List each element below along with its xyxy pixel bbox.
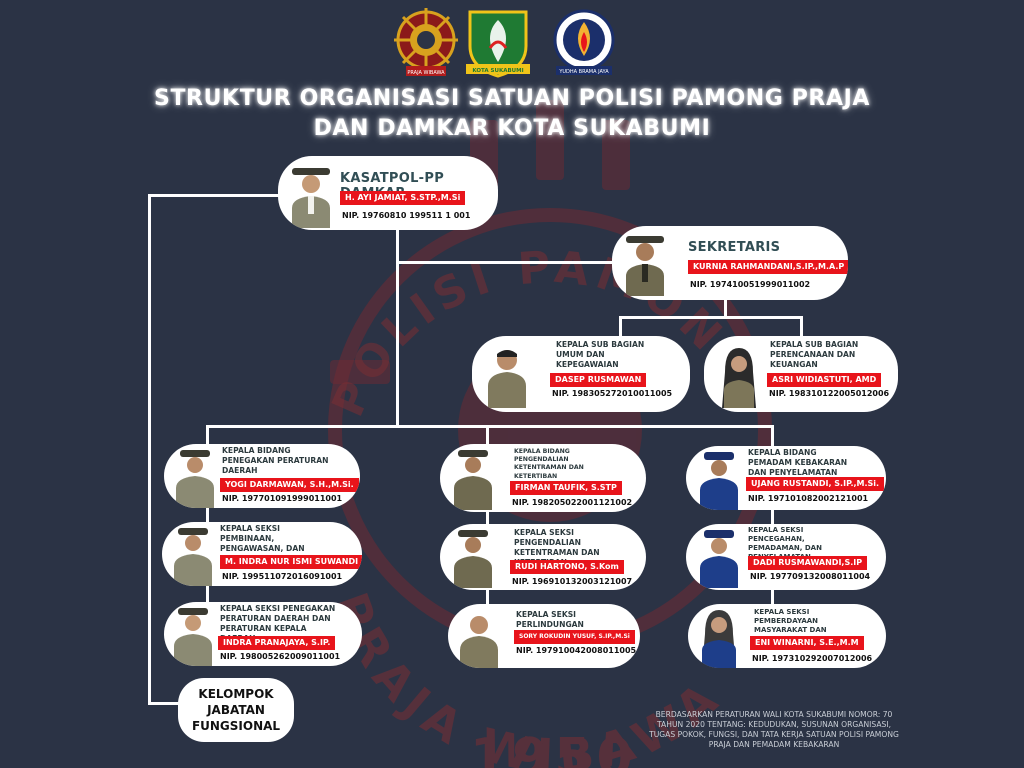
connector-sekretaris-down (724, 300, 727, 318)
watermark-year: 1950 (470, 728, 639, 768)
svg-text:PRAJA WIBAWA: PRAJA WIBAWA (407, 70, 445, 76)
bidang-damkar-avatar (696, 448, 742, 510)
bidang-damkar-card[interactable]: KEPALA BIDANG PEMADAM KEBAKARAN DAN PENY… (686, 446, 886, 510)
connector-col1-b (206, 586, 209, 604)
seksi-pembinaan-name: M. INDRA NUR ISMI SUWANDI (220, 555, 362, 569)
regulation-footnote: BERDASARKAN PERATURAN WALI KOTA SUKABUMI… (649, 710, 899, 749)
seksi-penegakan-nip: NIP. 198005262009011001 (220, 652, 341, 661)
seksi-pemberdayaan-avatar (696, 606, 742, 668)
connector-col2-b (486, 588, 489, 606)
bidang-tantrib-avatar (450, 446, 496, 510)
connector-subbag-h (619, 316, 803, 319)
subbag-umum-card[interactable]: KEPALA SUB BAGIAN UMUM DAN KEPEGAWAIAN D… (472, 336, 690, 412)
seksi-pencegahan-avatar (696, 526, 742, 588)
bidang-tantrib-role: KEPALA BIDANG PENGENDALIAN KETENTRAMAN D… (514, 448, 584, 480)
page-title-line-2: DAN DAMKAR KOTA SUKABUMI (313, 116, 711, 141)
subbag-perencanaan-role: KEPALA SUB BAGIAN PERENCANAAN DAN KEUANG… (770, 340, 859, 369)
seksi-linmas-card[interactable]: KEPALA SEKSI PERLINDUNGAN MASYARAKAT SOR… (448, 604, 640, 668)
seksi-penegakan-avatar (170, 604, 216, 666)
connector-col3-b (771, 588, 774, 606)
connector-kasat-to-fungsional-h (148, 194, 282, 197)
bidang-gakda-name: YOGI DARMAWAN, S.H.,M.Si. (220, 478, 359, 492)
bidang-damkar-nip: NIP. 197101082002121001 (748, 494, 869, 503)
subbag-umum-avatar (484, 342, 530, 408)
svg-text:YUDHA BRAMA JAYA: YUDHA BRAMA JAYA (558, 69, 609, 75)
bidang-gakda-card[interactable]: KEPALA BIDANG PENEGAKAN PERATURAN DAERAH… (164, 444, 360, 508)
subbag-perencanaan-avatar (716, 342, 762, 408)
seksi-linmas-name: SORY ROKUDIN YUSUF, S.IP.,M.Si (514, 630, 635, 644)
fungsional-card[interactable]: KELOMPOK JABATAN FUNGSIONAL (178, 678, 294, 742)
bidang-tantrib-card[interactable]: KEPALA BIDANG PENGENDALIAN KETENTRAMAN D… (440, 444, 646, 512)
subbag-umum-name: DASEP RUSMAWAN (550, 373, 647, 387)
satpol-pp-emblem-icon: PRAJA WIBAWA (388, 6, 464, 80)
kasat-avatar (288, 162, 334, 228)
connector-bidang-right-v (771, 425, 774, 447)
connector-fungsional-v (148, 194, 151, 704)
kasat-card[interactable]: KASATPOL-PP DAMKAR H. AYI JAMIAT, S.STP.… (278, 156, 498, 230)
connector-fungsional-h (148, 702, 180, 705)
seksi-linmas-avatar (456, 608, 502, 668)
connector-bidang-mid-v (486, 425, 489, 447)
seksi-pemberdayaan-nip: NIP. 197310292007012006 (752, 654, 873, 663)
seksi-pencegahan-name: DADI RUSMAWANDI,S.IP (748, 556, 868, 570)
sekretaris-name: KURNIA RAHMANDANI,S.IP.,M.A.P (688, 260, 848, 274)
sekretaris-card[interactable]: SEKRETARIS KURNIA RAHMANDANI,S.IP.,M.A.P… (612, 226, 848, 300)
sekretaris-role: SEKRETARIS (688, 240, 781, 255)
bidang-tantrib-nip: NIP. 198205022001121002 (512, 498, 633, 507)
kota-sukabumi-emblem-icon: KOTA SUKABUMI (460, 6, 536, 80)
seksi-tantrib-nip: NIP. 196910132003121007 (512, 577, 633, 586)
seksi-penegakan-name: INDRA PRANAJAYA, S.IP. (218, 636, 336, 650)
subbag-umum-role: KEPALA SUB BAGIAN UMUM DAN KEPEGAWAIAN (556, 340, 645, 369)
seksi-pemberdayaan-card[interactable]: KEPALA SEKSI PEMBERDAYAAN MASYARAKAT DAN… (688, 604, 886, 668)
bidang-gakda-avatar (172, 446, 218, 508)
bidang-damkar-name: UJANG RUSTANDI, S.IP.,M.Si. (746, 477, 885, 491)
sekretaris-avatar (622, 230, 668, 296)
connector-col1-a (206, 506, 209, 526)
seksi-tantrib-name: RUDI HARTONO, S.Kom (510, 560, 624, 574)
subbag-umum-nip: NIP. 198305272010011005 (552, 389, 673, 398)
seksi-pembinaan-card[interactable]: KEPALA SEKSI PEMBINAAN, PENGAWASAN, DAN … (162, 522, 362, 586)
connector-col3-a (771, 508, 774, 526)
connector-col2-a (486, 510, 489, 528)
seksi-linmas-nip: NIP. 197910042008011005 (516, 646, 637, 655)
seksi-penegakan-card[interactable]: KEPALA SEKSI PENEGAKAN PERATURAN DAERAH … (164, 602, 362, 666)
subbag-perencanaan-name: ASRI WIDIASTUTI, AMD (767, 373, 882, 387)
connector-subbag-right-v (800, 316, 803, 338)
seksi-pencegahan-card[interactable]: KEPALA SEKSI PENCEGAHAN, PEMADAMAN, DAN … (686, 524, 886, 590)
connector-kasat-main-v (396, 226, 399, 426)
seksi-pemberdayaan-name: ENI WINARNI, S.E.,M.M (750, 636, 864, 650)
svg-text:KOTA SUKABUMI: KOTA SUKABUMI (472, 68, 523, 74)
fungsional-label: KELOMPOK JABATAN FUNGSIONAL (191, 687, 281, 733)
page-title-line-1: STRUKTUR ORGANISASI SATUAN POLISI PAMONG… (154, 86, 870, 111)
seksi-pembinaan-avatar (170, 524, 216, 586)
kasat-name: H. AYI JAMIAT, S.STP.,M.Si (340, 191, 466, 205)
bidang-tantrib-name: FIRMAN TAUFIK, S.STP (510, 481, 622, 495)
seksi-pembinaan-nip: NIP. 199511072016091001 (222, 572, 343, 581)
connector-sekretaris-h (396, 261, 614, 264)
subbag-perencanaan-card[interactable]: KEPALA SUB BAGIAN PERENCANAAN DAN KEUANG… (704, 336, 898, 412)
bidang-gakda-role: KEPALA BIDANG PENEGAKAN PERATURAN DAERAH (222, 446, 329, 475)
bidang-gakda-nip: NIP. 197701091999011001 (222, 494, 343, 503)
seksi-tantrib-avatar (450, 526, 496, 588)
bidang-damkar-role: KEPALA BIDANG PEMADAM KEBAKARAN DAN PENY… (748, 448, 848, 477)
sekretaris-nip: NIP. 197410051999011002 (690, 280, 811, 289)
connector-bidang-left-v (206, 425, 209, 447)
connector-bidang-h (206, 425, 774, 428)
damkar-emblem-icon: YUDHA BRAMA JAYA (546, 6, 622, 80)
seksi-pencegahan-nip: NIP. 197709132008011004 (750, 572, 871, 581)
kasat-nip: NIP. 19760810 199511 1 001 (342, 211, 471, 220)
seksi-tantrib-card[interactable]: KEPALA SEKSI PENGENDALIAN KETENTRAMAN DA… (440, 524, 646, 590)
subbag-perencanaan-nip: NIP. 198310122005012006 (769, 389, 890, 398)
connector-subbag-left-v (619, 316, 622, 338)
